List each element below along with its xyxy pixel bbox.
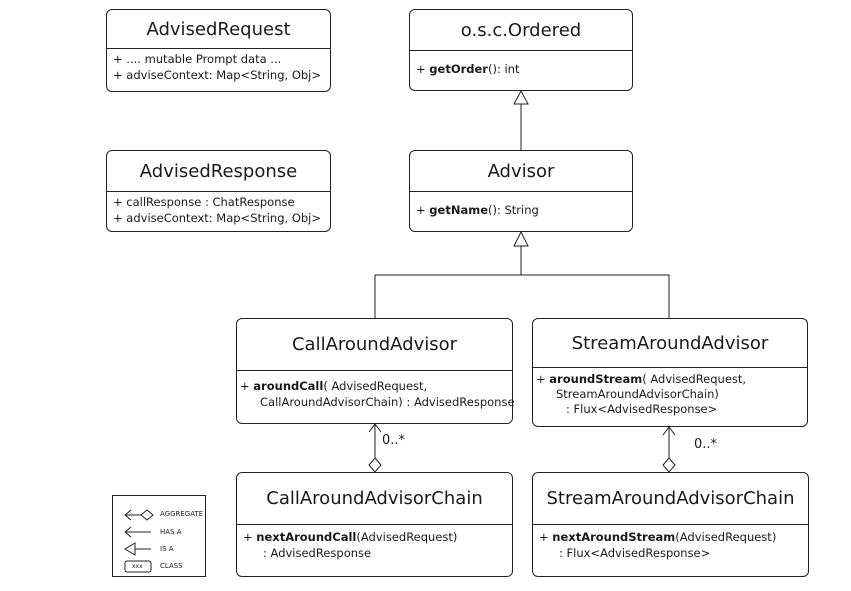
method-line-continued: : Flux<AdvisedResponse> bbox=[559, 546, 711, 560]
class-methods: + nextAroundStream(AdvisedRequest) : Flu… bbox=[533, 525, 808, 565]
legend: AGGREGATE HAS A IS A CLASS xxx bbox=[112, 495, 206, 577]
legend-class-label: CLASS bbox=[160, 562, 183, 570]
class-name: StreamAroundAdvisor bbox=[533, 319, 807, 368]
class-advised-response: AdvisedResponse + callResponse : ChatRes… bbox=[106, 150, 331, 232]
method-line-continued: : AdvisedResponse bbox=[263, 546, 372, 560]
class-attributes: + .... mutable Prompt data ... + adviseC… bbox=[107, 49, 330, 87]
legend-symbols bbox=[124, 509, 154, 573]
method-line: + nextAroundCall(AdvisedRequest) bbox=[243, 530, 458, 544]
class-attributes: + callResponse : ChatResponse + adviseCo… bbox=[107, 192, 330, 230]
method-line-continued: : Flux<AdvisedResponse> bbox=[566, 402, 718, 416]
stream-chain-aggregate-diamond bbox=[662, 457, 676, 473]
class-methods: + aroundStream( AdvisedRequest, StreamAr… bbox=[533, 368, 807, 421]
is-a-arrow-icon bbox=[124, 542, 151, 556]
class-stream-around-advisor: StreamAroundAdvisor + aroundStream( Advi… bbox=[532, 318, 808, 427]
class-name: AdvisedResponse bbox=[107, 151, 330, 192]
multiplicity-call: 0..* bbox=[382, 433, 406, 448]
class-box-icon bbox=[124, 560, 152, 573]
class-call-around-advisor: CallAroundAdvisor + aroundCall( AdvisedR… bbox=[236, 318, 515, 424]
legend-class-box-text: xxx bbox=[132, 563, 143, 570]
aggregate-symbol-icon bbox=[124, 509, 154, 521]
call-isa-advisor-line bbox=[374, 274, 521, 318]
class-name: AdvisedRequest bbox=[107, 10, 330, 49]
class-name: o.s.c.Ordered bbox=[410, 10, 632, 51]
class-advisor: Advisor + getName(): String bbox=[409, 150, 633, 232]
class-methods: + aroundCall( AdvisedRequest, CallAround… bbox=[237, 371, 515, 414]
method-line: + aroundCall( AdvisedRequest, bbox=[240, 379, 428, 393]
call-chain-aggregate-diamond bbox=[368, 457, 382, 473]
class-methods: + getOrder(): int bbox=[410, 51, 632, 81]
legend-is-a-label: IS A bbox=[160, 545, 174, 553]
has-a-arrow-icon bbox=[124, 526, 151, 538]
legend-has-a-label: HAS A bbox=[160, 528, 182, 536]
attribute-line: + adviseContext: Map<String, Obj> bbox=[113, 68, 322, 82]
advisor-isa-ordered-arrowhead bbox=[513, 89, 529, 105]
method-line: + getName(): String bbox=[416, 203, 539, 217]
advisor-isa-arrowhead bbox=[513, 230, 529, 247]
attribute-line: + adviseContext: Map<String, Obj> bbox=[113, 211, 322, 225]
stream-isa-advisor-line bbox=[521, 274, 670, 318]
class-name: StreamAroundAdvisorChain bbox=[533, 473, 808, 525]
method-line: + nextAroundStream(AdvisedRequest) bbox=[539, 530, 777, 544]
attribute-line: + .... mutable Prompt data ... bbox=[113, 52, 282, 66]
class-methods: + getName(): String bbox=[410, 192, 632, 222]
stream-chain-open-arrow bbox=[662, 426, 676, 436]
class-advised-request: AdvisedRequest + .... mutable Prompt dat… bbox=[106, 9, 331, 92]
class-name: Advisor bbox=[410, 151, 632, 192]
method-line-continued: StreamAroundAdvisorChain) bbox=[556, 387, 719, 401]
method-line: + getOrder(): int bbox=[416, 62, 520, 76]
class-name: CallAroundAdvisor bbox=[237, 319, 512, 371]
call-chain-open-arrow bbox=[368, 423, 382, 433]
multiplicity-stream: 0..* bbox=[694, 437, 718, 452]
class-stream-around-advisor-chain: StreamAroundAdvisorChain + nextAroundStr… bbox=[532, 472, 809, 577]
class-call-around-advisor-chain: CallAroundAdvisorChain + nextAroundCall(… bbox=[236, 472, 513, 577]
class-name: CallAroundAdvisorChain bbox=[237, 473, 512, 525]
legend-aggregate-label: AGGREGATE bbox=[160, 510, 204, 518]
attribute-line: + callResponse : ChatResponse bbox=[113, 195, 295, 209]
class-ordered: o.s.c.Ordered + getOrder(): int bbox=[409, 9, 633, 91]
class-methods: + nextAroundCall(AdvisedRequest) : Advis… bbox=[237, 525, 512, 565]
method-line: + aroundStream( AdvisedRequest, bbox=[536, 372, 747, 386]
method-line-continued: CallAroundAdvisorChain) : AdvisedRespons… bbox=[260, 395, 515, 409]
